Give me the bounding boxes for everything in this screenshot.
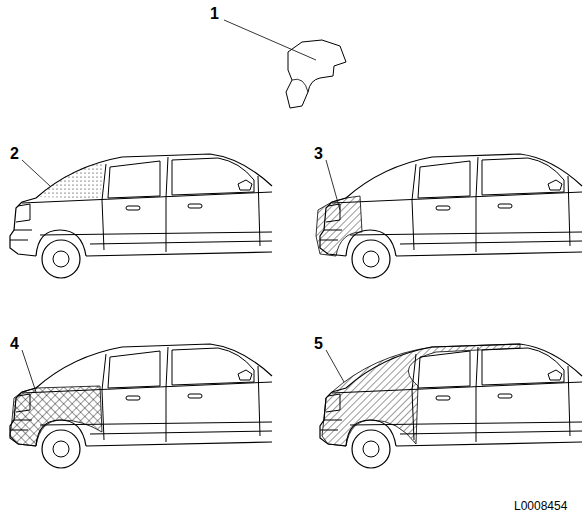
callout-number: 2 (10, 146, 19, 162)
car-outline (320, 344, 582, 468)
leader-lines (22, 20, 344, 392)
callout-number: 4 (10, 336, 19, 352)
figure-code: L0008454 (514, 500, 567, 512)
car-outline (10, 344, 272, 468)
repair-area-hatched-large (322, 344, 520, 446)
repair-area-dotted (38, 161, 104, 199)
callout-number: 5 (314, 336, 323, 352)
car-outline (10, 154, 272, 278)
side-panel-part (286, 40, 346, 108)
callout-number: 3 (314, 146, 323, 162)
callout-number: 1 (210, 6, 219, 22)
repair-area-crosshatched (10, 386, 102, 446)
